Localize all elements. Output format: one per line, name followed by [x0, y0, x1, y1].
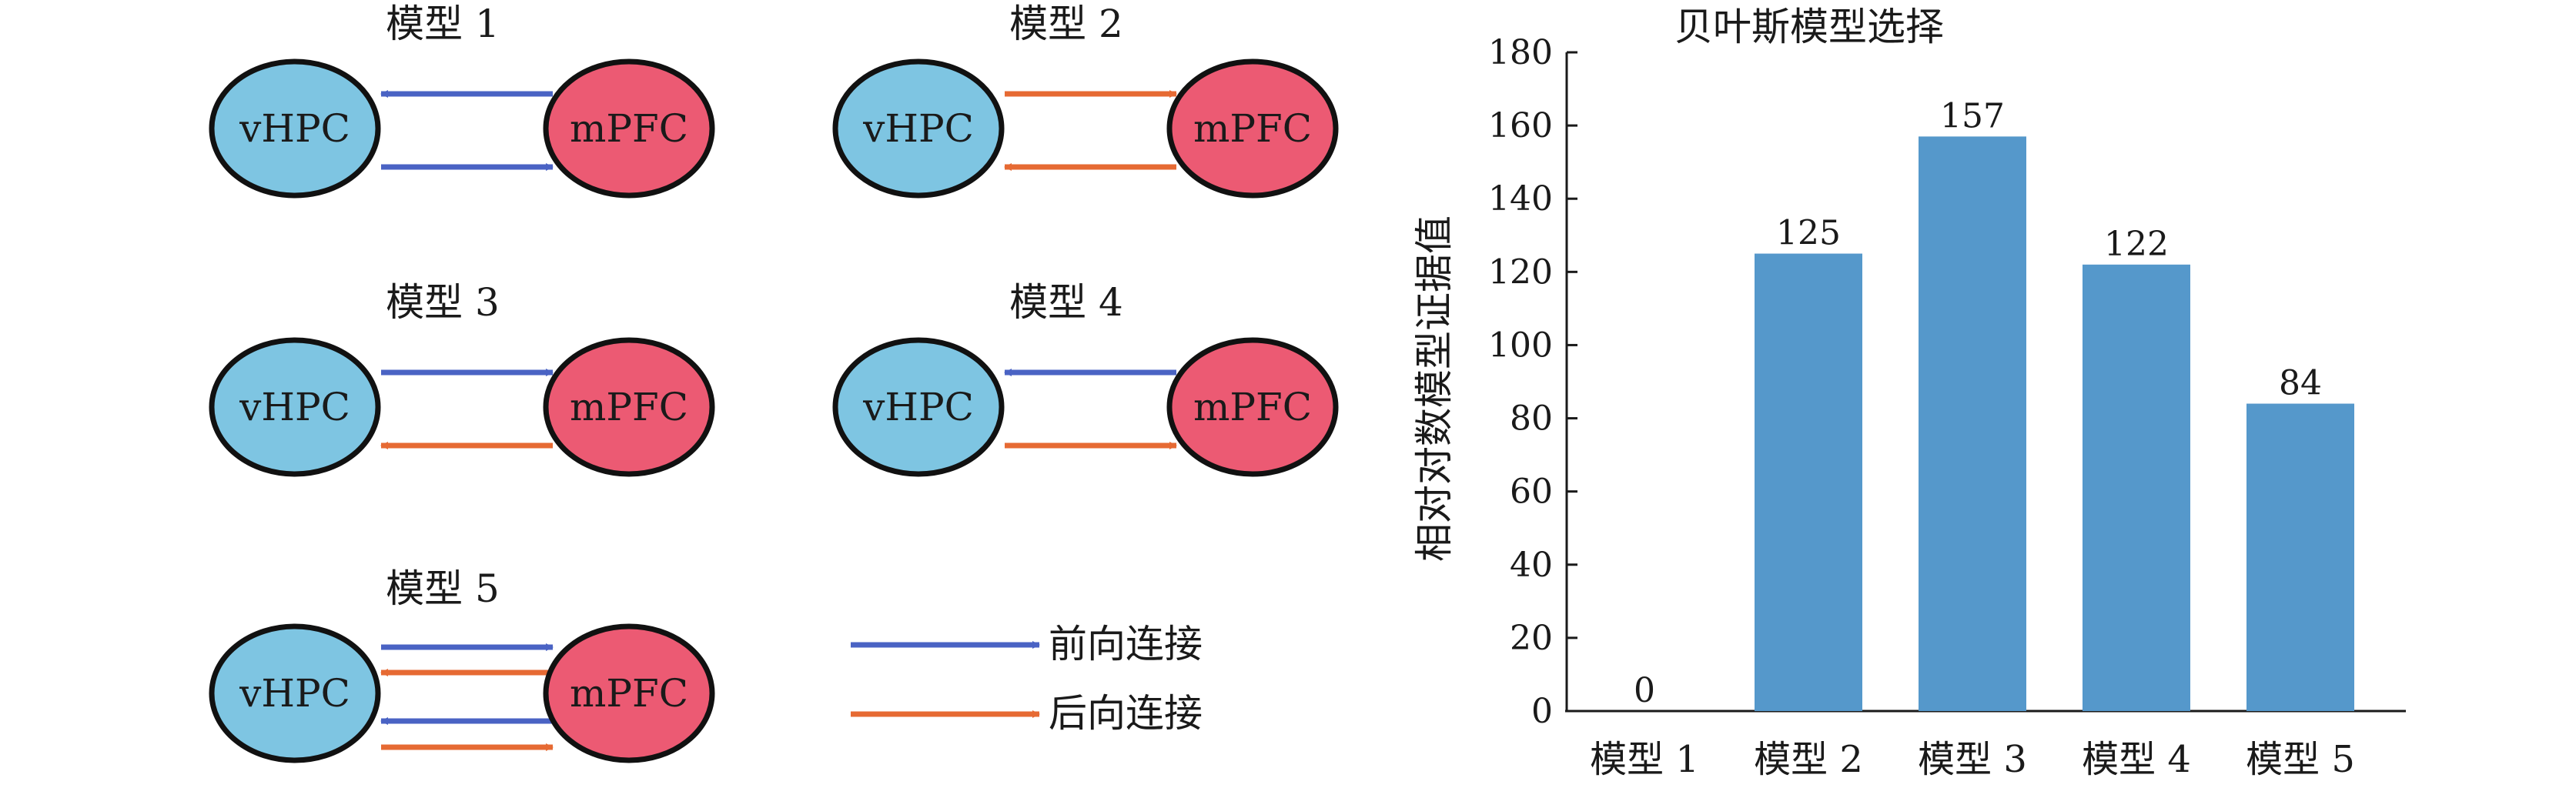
x-category-label: 模型 5	[2246, 738, 2355, 781]
mpfc-node	[543, 337, 715, 477]
model-title: 模型 1	[386, 2, 500, 46]
bar-series	[1755, 136, 2354, 711]
mpfc-node	[543, 623, 715, 763]
connection-legend: 前向连接 后向连接	[851, 622, 1203, 736]
x-category-label: 模型 3	[1918, 738, 2027, 781]
vhpc-node	[209, 337, 381, 477]
vhpc-node-label: vHPC	[862, 385, 974, 429]
chart-title: 贝叶斯模型选择	[1674, 5, 1944, 49]
y-tick-label: 0	[1531, 692, 1553, 731]
model-diagram-1: 模型 1 vHPC mPFC	[209, 2, 715, 199]
vhpc-node	[832, 58, 1005, 199]
vhpc-node-label: vHPC	[239, 671, 350, 716]
y-tick-label: 40	[1510, 546, 1553, 585]
mpfc-node	[543, 58, 715, 199]
bar-value-label: 125	[1776, 214, 1841, 253]
vhpc-node-label: vHPC	[239, 106, 350, 151]
vhpc-node-label: vHPC	[862, 106, 974, 151]
vhpc-node	[209, 623, 381, 763]
y-tick-label: 20	[1510, 619, 1553, 658]
model-diagram-4: 模型 4 vHPC mPFC	[832, 280, 1339, 477]
bar-value-label: 0	[1634, 671, 1655, 710]
mpfc-node-label: mPFC	[570, 106, 688, 151]
bar-data-labels: 0 125 157 122 84	[1634, 96, 2322, 710]
mpfc-node-label: mPFC	[570, 385, 688, 429]
bar-value-label: 84	[2279, 364, 2322, 403]
x-axis-category-labels: 模型 1 模型 2 模型 3 模型 4 模型 5	[1590, 738, 2355, 781]
y-axis-ticks: 0 20 40 60 80 100 120 140 160 180	[1488, 33, 1577, 731]
vhpc-node	[209, 58, 381, 199]
bar-2	[1755, 253, 1862, 711]
bayesian-model-selection-chart: 贝叶斯模型选择 相对对数模型证据值 0 20 40 60 80 100 120 140 160 1…	[1412, 5, 2406, 781]
legend-forward-label: 前向连接	[1049, 622, 1203, 666]
x-category-label: 模型 2	[1754, 738, 1863, 781]
y-tick-label: 140	[1488, 179, 1553, 219]
model-diagram-3: 模型 3 vHPC mPFC	[209, 280, 715, 477]
y-tick-label: 60	[1510, 472, 1553, 512]
bar-3	[1919, 136, 2026, 711]
model-diagram-5: 模型 5 vHPC mPFC	[209, 566, 715, 763]
x-category-label: 模型 1	[1590, 738, 1699, 781]
model-title: 模型 5	[386, 566, 500, 611]
y-tick-label: 160	[1488, 106, 1553, 145]
y-tick-label: 80	[1510, 399, 1553, 439]
model-title: 模型 3	[386, 280, 500, 325]
mpfc-node	[1166, 337, 1339, 477]
y-tick-label: 180	[1488, 33, 1553, 72]
mpfc-node-label: mPFC	[1193, 385, 1312, 429]
model-title: 模型 4	[1009, 280, 1123, 325]
y-tick-label: 100	[1488, 326, 1553, 365]
mpfc-node-label: mPFC	[1193, 106, 1312, 151]
model-title: 模型 2	[1009, 2, 1123, 46]
vhpc-node-label: vHPC	[239, 385, 350, 429]
y-axis-label: 相对对数模型证据值	[1412, 215, 1457, 562]
bar-value-label: 122	[2104, 225, 2169, 264]
bar-5	[2246, 403, 2354, 711]
model-diagram-2: 模型 2 vHPC mPFC	[832, 2, 1339, 199]
mpfc-node-label: mPFC	[570, 671, 688, 716]
legend-backward-label: 后向连接	[1049, 691, 1203, 736]
bar-value-label: 157	[1940, 96, 2005, 135]
x-category-label: 模型 4	[2082, 738, 2191, 781]
y-tick-label: 120	[1488, 252, 1553, 292]
vhpc-node	[832, 337, 1005, 477]
bar-4	[2083, 264, 2190, 711]
mpfc-node	[1166, 58, 1339, 199]
